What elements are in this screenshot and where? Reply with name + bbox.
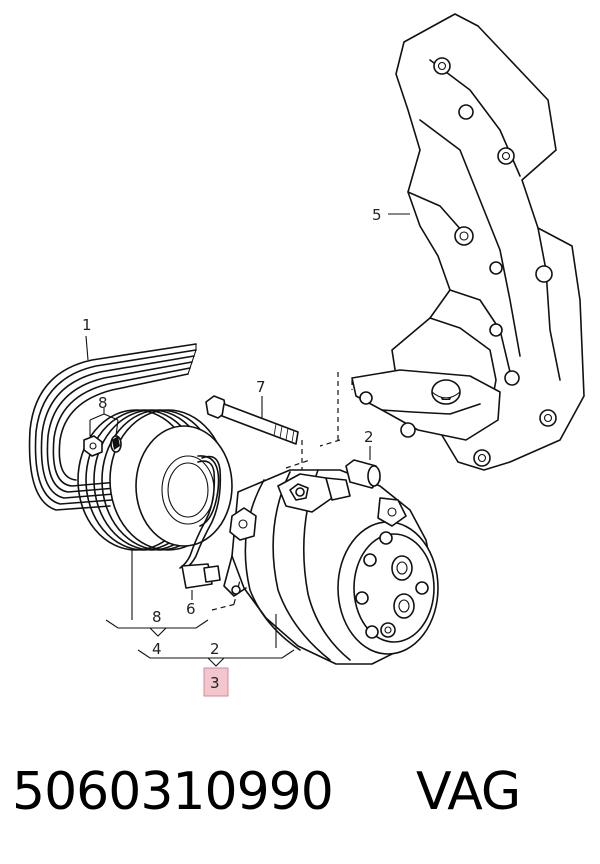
ribbed-v-belt <box>28 343 197 511</box>
callout-5: 5 <box>372 206 382 224</box>
callouts: 1 5 7 8 2 6 8 4 2 3 <box>82 206 382 697</box>
brand-name: VAG <box>416 762 521 822</box>
wiring-and-connector <box>179 455 222 589</box>
mounting-bracket <box>351 13 585 471</box>
callout-3: 3 <box>210 674 220 692</box>
callout-3-highlight[interactable]: 3 <box>203 667 229 697</box>
callout-7: 7 <box>256 378 266 396</box>
callout-6: 6 <box>186 600 196 618</box>
assembly-guide-lines <box>211 372 353 611</box>
leader-lines <box>85 213 410 667</box>
part-number: 5060310990 <box>12 762 334 822</box>
callout-8-upper: 8 <box>98 394 108 412</box>
callout-2-upper: 2 <box>364 428 374 446</box>
nut-and-washer <box>83 435 122 457</box>
callout-4: 4 <box>152 640 162 658</box>
callout-2-lower: 2 <box>210 640 220 658</box>
callout-8-lower: 8 <box>152 608 162 626</box>
long-bolt <box>205 395 299 445</box>
ac-compressor <box>223 469 439 665</box>
guide-sleeve <box>345 459 381 489</box>
callout-1: 1 <box>82 316 92 334</box>
